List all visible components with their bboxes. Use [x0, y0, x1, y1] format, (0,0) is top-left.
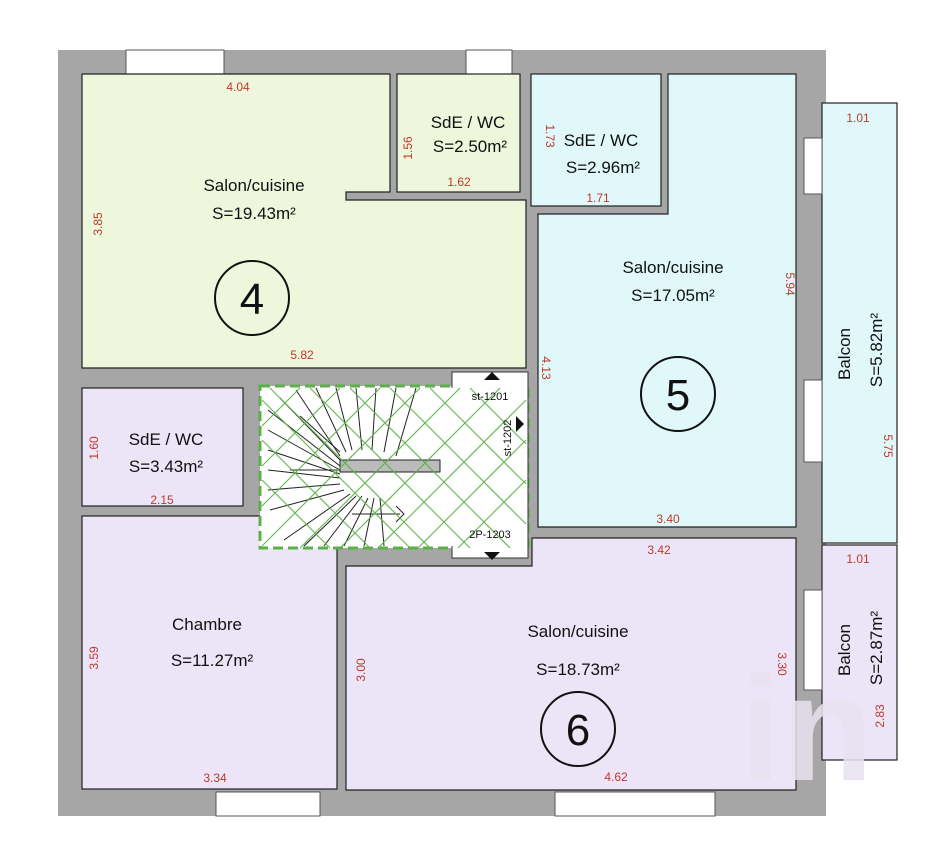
room-sde-left-name: SdE / WC: [129, 430, 204, 449]
stair-code-1203: 2P-1203: [469, 529, 511, 541]
dim-label: 3.00: [354, 658, 368, 682]
dim-label: 1.71: [586, 191, 610, 205]
window-right-3: [803, 589, 823, 691]
apartment-6-marker: 6: [540, 691, 616, 767]
svg-text:in: in: [740, 644, 873, 812]
svg-text:5: 5: [666, 371, 690, 420]
dim-label: 3.30: [775, 652, 789, 676]
dim-label: 2.15: [150, 493, 174, 507]
balcony-bottom-name: Balcon: [835, 624, 854, 676]
dim-label: 3.85: [91, 212, 105, 236]
window-top-2: [465, 49, 513, 75]
room-6-salon-area: S=18.73m²: [536, 660, 620, 679]
dim-label: 3.42: [647, 543, 671, 557]
balcony-top-area: S=5.82m²: [867, 313, 886, 388]
room-5-sde-area: S=2.96m²: [566, 158, 641, 177]
dim-label: 5.94: [783, 272, 797, 296]
room-5-salon-name: Salon/cuisine: [622, 258, 723, 277]
svg-text:6: 6: [566, 706, 590, 755]
dim-label: 1.60: [87, 436, 101, 460]
dim-label: 5.82: [290, 348, 314, 362]
dim-label: 1.62: [447, 175, 471, 189]
room-5-salon: [537, 73, 797, 528]
room-4-sde-area: S=2.50m²: [433, 137, 508, 156]
dim-label: 1.73: [543, 124, 557, 148]
dim-label: 1.01: [846, 111, 870, 125]
balcony-bottom: [821, 544, 898, 761]
dim-label: 4.04: [226, 80, 250, 94]
room-5-salon-area: S=17.05m²: [631, 286, 715, 305]
room-4-sde-name: SdE / WC: [431, 113, 506, 132]
chambre-area: S=11.27m²: [171, 651, 254, 670]
room-5-sde-name: SdE / WC: [564, 131, 639, 150]
room-4-salon: [81, 73, 527, 369]
window-bottom-2: [554, 791, 716, 817]
room-6-salon: [345, 537, 797, 791]
dim-label: 1.56: [401, 136, 415, 160]
balcony-bottom-area: S=2.87m²: [867, 611, 886, 686]
dim-label: 4.62: [604, 770, 628, 784]
window-top-1: [125, 49, 225, 75]
dim-label: 2.83: [873, 704, 887, 728]
dim-label: 1.01: [846, 552, 870, 566]
balcony-top-name: Balcon: [835, 328, 854, 380]
room-4-salon-name: Salon/cuisine: [203, 176, 304, 195]
room-5-sde: [530, 73, 662, 207]
svg-text:4: 4: [240, 275, 264, 324]
window-right-1: [803, 137, 823, 195]
watermark-logo: in: [740, 644, 873, 812]
dim-label: 4.13: [539, 356, 553, 380]
room-4-sde: [396, 73, 521, 193]
room-6-salon-name: Salon/cuisine: [527, 622, 628, 641]
balcony-top: [821, 102, 898, 544]
chambre-name: Chambre: [172, 615, 242, 634]
apartment-4-marker: 4: [214, 260, 290, 336]
room-sde-left-area: S=3.43m²: [129, 457, 204, 476]
room-sde-left: [81, 387, 244, 507]
dim-label: 5.75: [881, 434, 895, 458]
dim-label: 3.40: [656, 512, 680, 526]
dim-label: 3.59: [87, 646, 101, 670]
stair-block: [258, 371, 530, 560]
stair-code-1202: st-1202: [502, 420, 514, 457]
stair-code-1201: st-1201: [472, 391, 509, 403]
window-right-2: [803, 379, 823, 463]
apartment-5-marker: 5: [640, 356, 716, 432]
window-bottom-1: [215, 791, 321, 817]
room-4-salon-area: S=19.43m²: [212, 204, 296, 223]
room-chambre: [81, 515, 338, 790]
dim-label: 3.34: [203, 771, 227, 785]
